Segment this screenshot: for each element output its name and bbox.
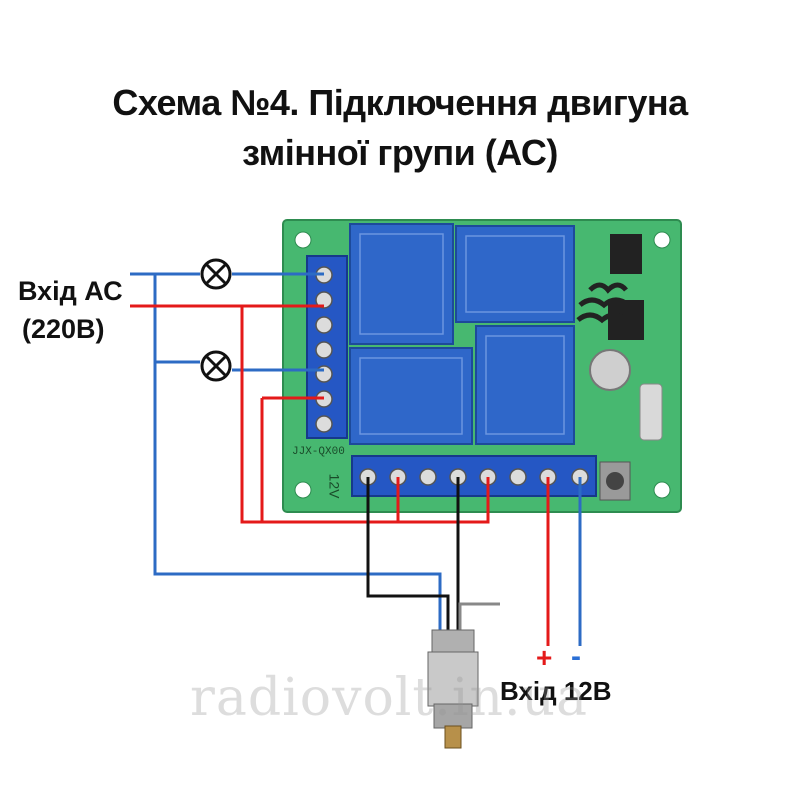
relay-1 — [349, 223, 454, 345]
ac-neutral-wires — [130, 272, 442, 632]
dc-input-label: Вхід 12В — [500, 676, 612, 706]
diagram-title-line-2: змінної групи (АС) — [242, 132, 558, 173]
ic-chip-2 — [610, 234, 642, 274]
board-marking-side: 12V — [326, 473, 343, 499]
ac-voltage-label: (220В) — [22, 314, 105, 344]
board-mount-hole-bl — [294, 481, 312, 499]
crystal — [639, 383, 663, 441]
board-mount-hole-br — [653, 481, 671, 499]
relay-3 — [349, 347, 473, 445]
watermark: radiovolt.in.ua — [190, 668, 588, 728]
terminal-block-bottom — [351, 455, 597, 497]
diagram-title-line-1: Схема №4. Підключення двигуна — [112, 82, 688, 123]
ac-line-wires — [130, 304, 490, 524]
board-mount-hole-tr — [653, 231, 671, 249]
capacitor — [589, 349, 631, 391]
lamp-1 — [200, 258, 232, 290]
dc-plus-sign: + — [536, 642, 553, 673]
terminal-screws-bottom — [359, 468, 589, 486]
antenna-coil — [576, 282, 630, 324]
board-marking-top: JJX-QX00 — [292, 446, 345, 458]
relay-4 — [475, 325, 575, 445]
board-mount-hole-tl — [294, 231, 312, 249]
dc-minus-sign: - — [571, 640, 581, 673]
motor-ground-wire — [458, 602, 500, 632]
ac-motor — [427, 629, 479, 749]
relay-2 — [455, 225, 575, 323]
lamp-2 — [200, 350, 232, 382]
ac-input-label: Вхід АС — [18, 276, 123, 306]
motor-wires — [366, 477, 460, 632]
